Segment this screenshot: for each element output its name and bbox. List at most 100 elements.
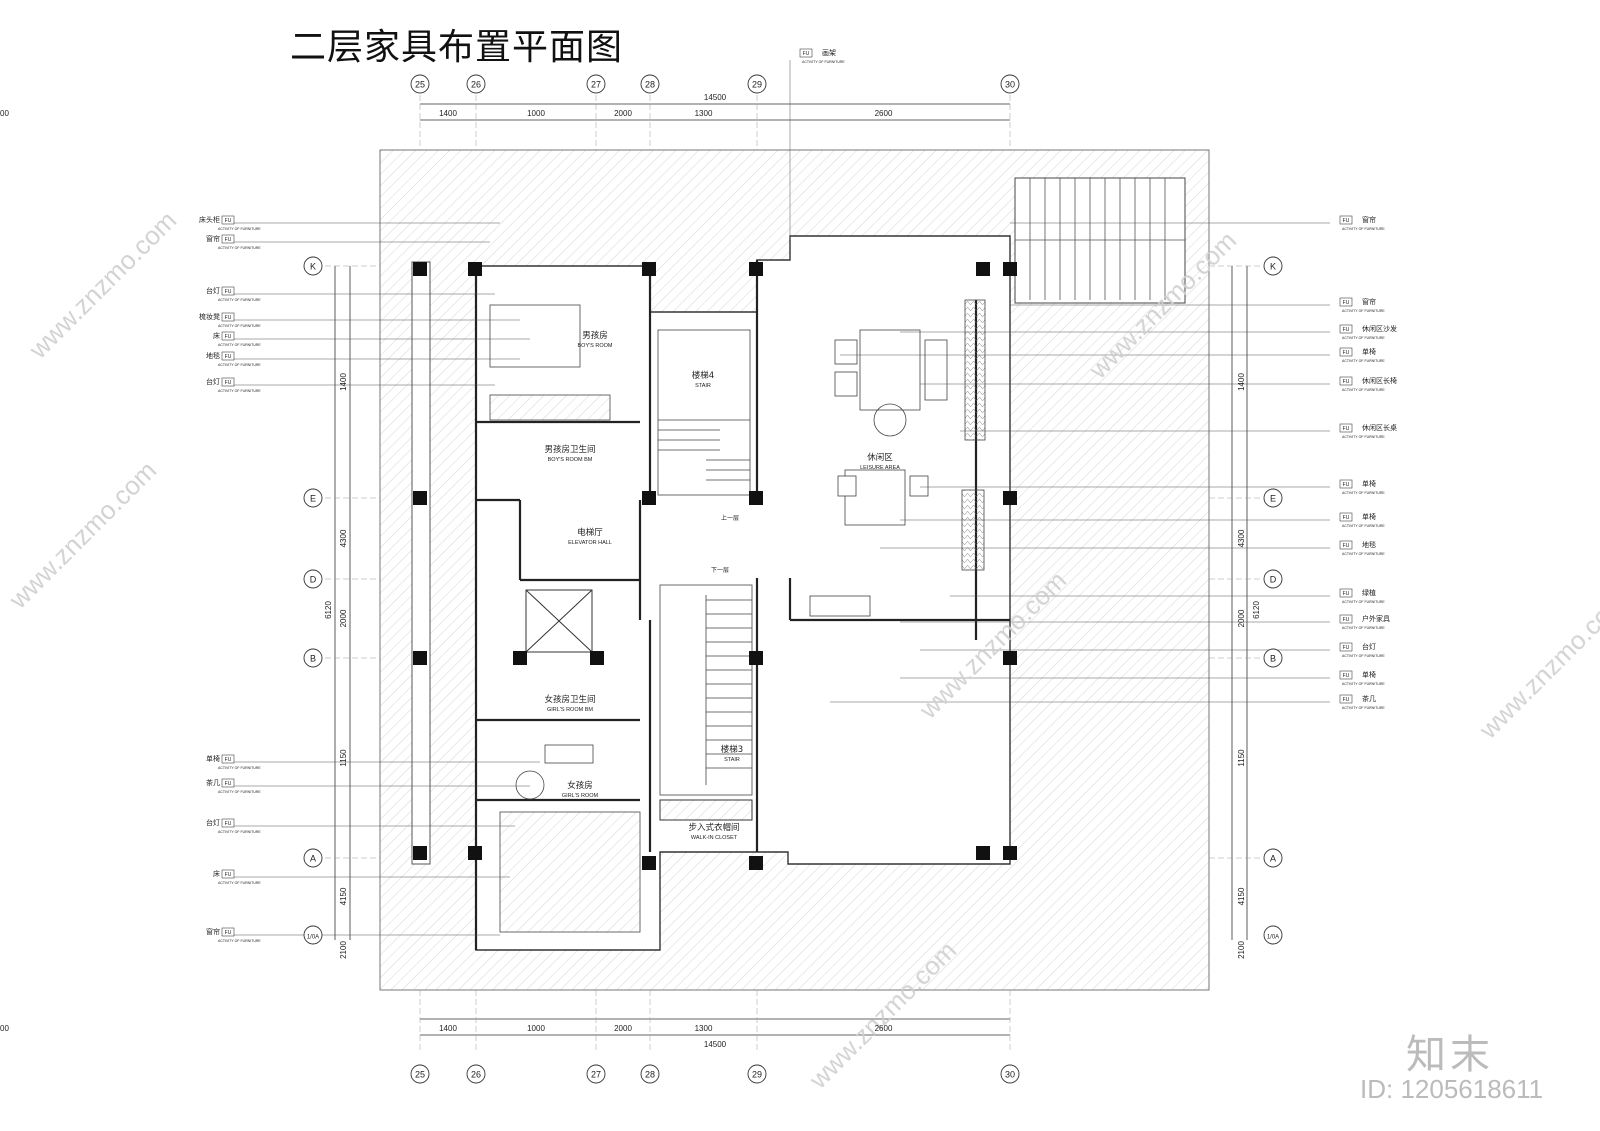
room-name-zh: 楼梯4 [692,370,714,381]
grid-col-label: 26 [471,1070,481,1080]
tag-box [221,927,235,937]
room-label-boys-bath: 男孩房卫生间 BOY'S ROOM BM [544,444,595,463]
dim-right [1231,266,1248,940]
grid-axes [325,95,1260,1050]
grid-row-label: K [310,262,316,272]
tag-name: 单椅 [1362,479,1376,488]
tag-code: FU [225,380,232,386]
grid-col-bubble-25: 25 [410,74,430,94]
tag-code: FU [1343,697,1350,703]
tag-code: FU [1343,645,1350,651]
tag-suffix: ACTIVITY OF FURNITURE [218,766,261,770]
grid-bubble-circle [1000,1064,1020,1084]
room-name-en: GIRL'S ROOM BM [547,707,593,713]
grid-row-bubble-E: E [303,488,323,508]
tag-name: 床头柜 [199,215,220,224]
tag-leaders [232,60,1330,936]
tag-box [221,754,235,764]
svg-text:www.znzmo.com: www.znzmo.com [2,455,162,615]
tag-name: 窗帘 [1362,297,1376,306]
tag-code: FU [1343,426,1350,432]
room-name-zh: 男孩房卫生间 [544,444,595,455]
tag-box [1339,479,1353,489]
grid-row-bubble-D: D [1263,569,1283,589]
grid-bubble-circle [303,848,323,868]
tag-box [1339,540,1353,550]
svg-text:www.znzmo.com: www.znzmo.com [22,205,182,365]
room-name-en: GIRL'S ROOM [562,793,599,799]
tag-code: FU [225,334,232,340]
grid-bubble-circle [747,1064,767,1084]
dim-col-bottom: 1400 [439,1024,457,1033]
grid-bubble-circle [1263,256,1283,276]
tag-code: FU [1343,515,1350,521]
dim-col-bottom: 1300 [695,1024,713,1033]
tag-box [1339,215,1353,225]
dim-col-bottom: 6200 [0,1024,9,1033]
tag-suffix: ACTIVITY OF FURNITURE [218,324,261,328]
tag-box [1339,642,1353,652]
grid-row-label: 1/0A [1267,935,1279,941]
tag-name: 单椅 [1362,670,1376,679]
tag-name: 茶几 [206,778,220,787]
grid-row-label: A [1270,854,1276,864]
room-name-zh: 步入式衣帽间 [688,822,739,833]
dim-col-bottom: 2000 [614,1024,632,1033]
tag-name: 画架 [822,49,836,57]
stair4-treads [657,329,751,496]
dim-subtotal-right: 6120 [1252,601,1261,619]
tag-name: 窗帘 [1362,215,1376,224]
tag-code: FU [225,354,232,360]
tag-code: FU [225,872,232,878]
tag-code: FU [1343,379,1350,385]
tag-suffix: ACTIVITY OF FURNITURE [1342,309,1385,313]
room-name-en: BOY'S ROOM BM [548,457,593,463]
tag-suffix: ACTIVITY OF FURNITURE [218,246,261,250]
grid-row-label: D [310,575,317,585]
grid-col-label: 27 [591,1070,601,1080]
grid-row-bubble-A: A [303,848,323,868]
grid-row-bubble-E: E [1263,488,1283,508]
grid-bubble-circle [466,74,486,94]
room-name-en: WALK-IN CLOSET [691,835,738,841]
tag-code: FU [225,315,232,321]
grid-col-label: 29 [752,1070,762,1080]
grid-bubble-circle [303,256,323,276]
tag-name: 床 [213,331,220,340]
grid-col-bubble-27: 27 [586,74,606,94]
tag-code: FU [1343,482,1350,488]
grid-row-bubble-A: A [1263,848,1283,868]
tag-box [1339,297,1353,307]
tag-name: 台灯 [206,286,220,295]
grid-bubble-circle [640,1064,660,1084]
tag-code: FU [1343,543,1350,549]
tag-box [221,778,235,788]
grid-row-label: B [310,654,316,664]
grid-bubble-circle [303,488,323,508]
tag-box [1339,614,1353,624]
dim-bottom [420,1018,1010,1036]
dimension-text: 1400140010001000200020001300130026002600… [0,93,1261,1049]
watermark-id: ID: 1205618611 [1360,1074,1544,1104]
tag-code: FU [1343,327,1350,333]
tag-suffix: ACTIVITY OF FURNITURE [1342,435,1385,439]
tag-code: FU [225,757,232,763]
room-name-zh: 男孩房 [582,330,608,341]
tag-code: FU [1343,673,1350,679]
grid-row-bubble-1/0A: 1/0A [303,925,323,945]
dim-left [334,266,351,940]
dim-row-right: 4300 [1237,529,1246,547]
room-name-en: LEISURE AREA [860,465,900,471]
tag-name: 梳妆凳 [199,312,220,321]
tag-box [221,869,235,879]
tag-suffix: ACTIVITY OF FURNITURE [218,790,261,794]
